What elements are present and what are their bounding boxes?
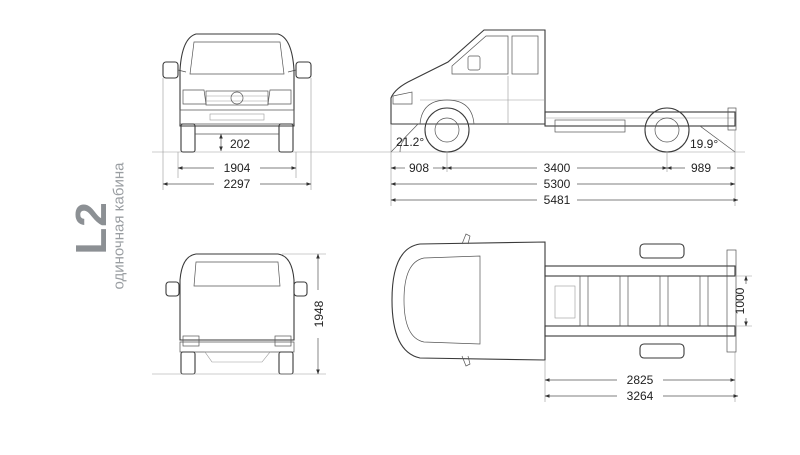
dim-rear-overhang: 989 (691, 161, 711, 175)
dim-overall-width: 2297 (224, 177, 251, 191)
model-label: L2 (67, 201, 116, 255)
dim-frame-width: 1000 (733, 287, 747, 314)
dim-front-overhang: 908 (409, 161, 429, 175)
dim-height: 1948 (312, 300, 326, 327)
dim-track-width: 1904 (224, 161, 251, 175)
top-view (391, 233, 737, 367)
dim-frame-mount-length: 3264 (627, 389, 654, 403)
front-view (162, 33, 312, 153)
dim-wheelbase: 3400 (544, 161, 571, 175)
brand-logo-icon (230, 91, 244, 105)
dim-overall-length: 5481 (544, 193, 571, 207)
dim-frame-length: 5300 (544, 177, 571, 191)
dim-frame-rear-length: 2825 (627, 373, 654, 387)
dim-approach-angle: 21.2° (396, 135, 424, 149)
side-view (390, 29, 737, 153)
cab-type-label: одиночная кабина (110, 162, 128, 290)
rear-view (165, 253, 308, 375)
dim-departure-angle: 19.9° (690, 137, 718, 151)
dim-ground-clearance: 202 (230, 137, 250, 151)
